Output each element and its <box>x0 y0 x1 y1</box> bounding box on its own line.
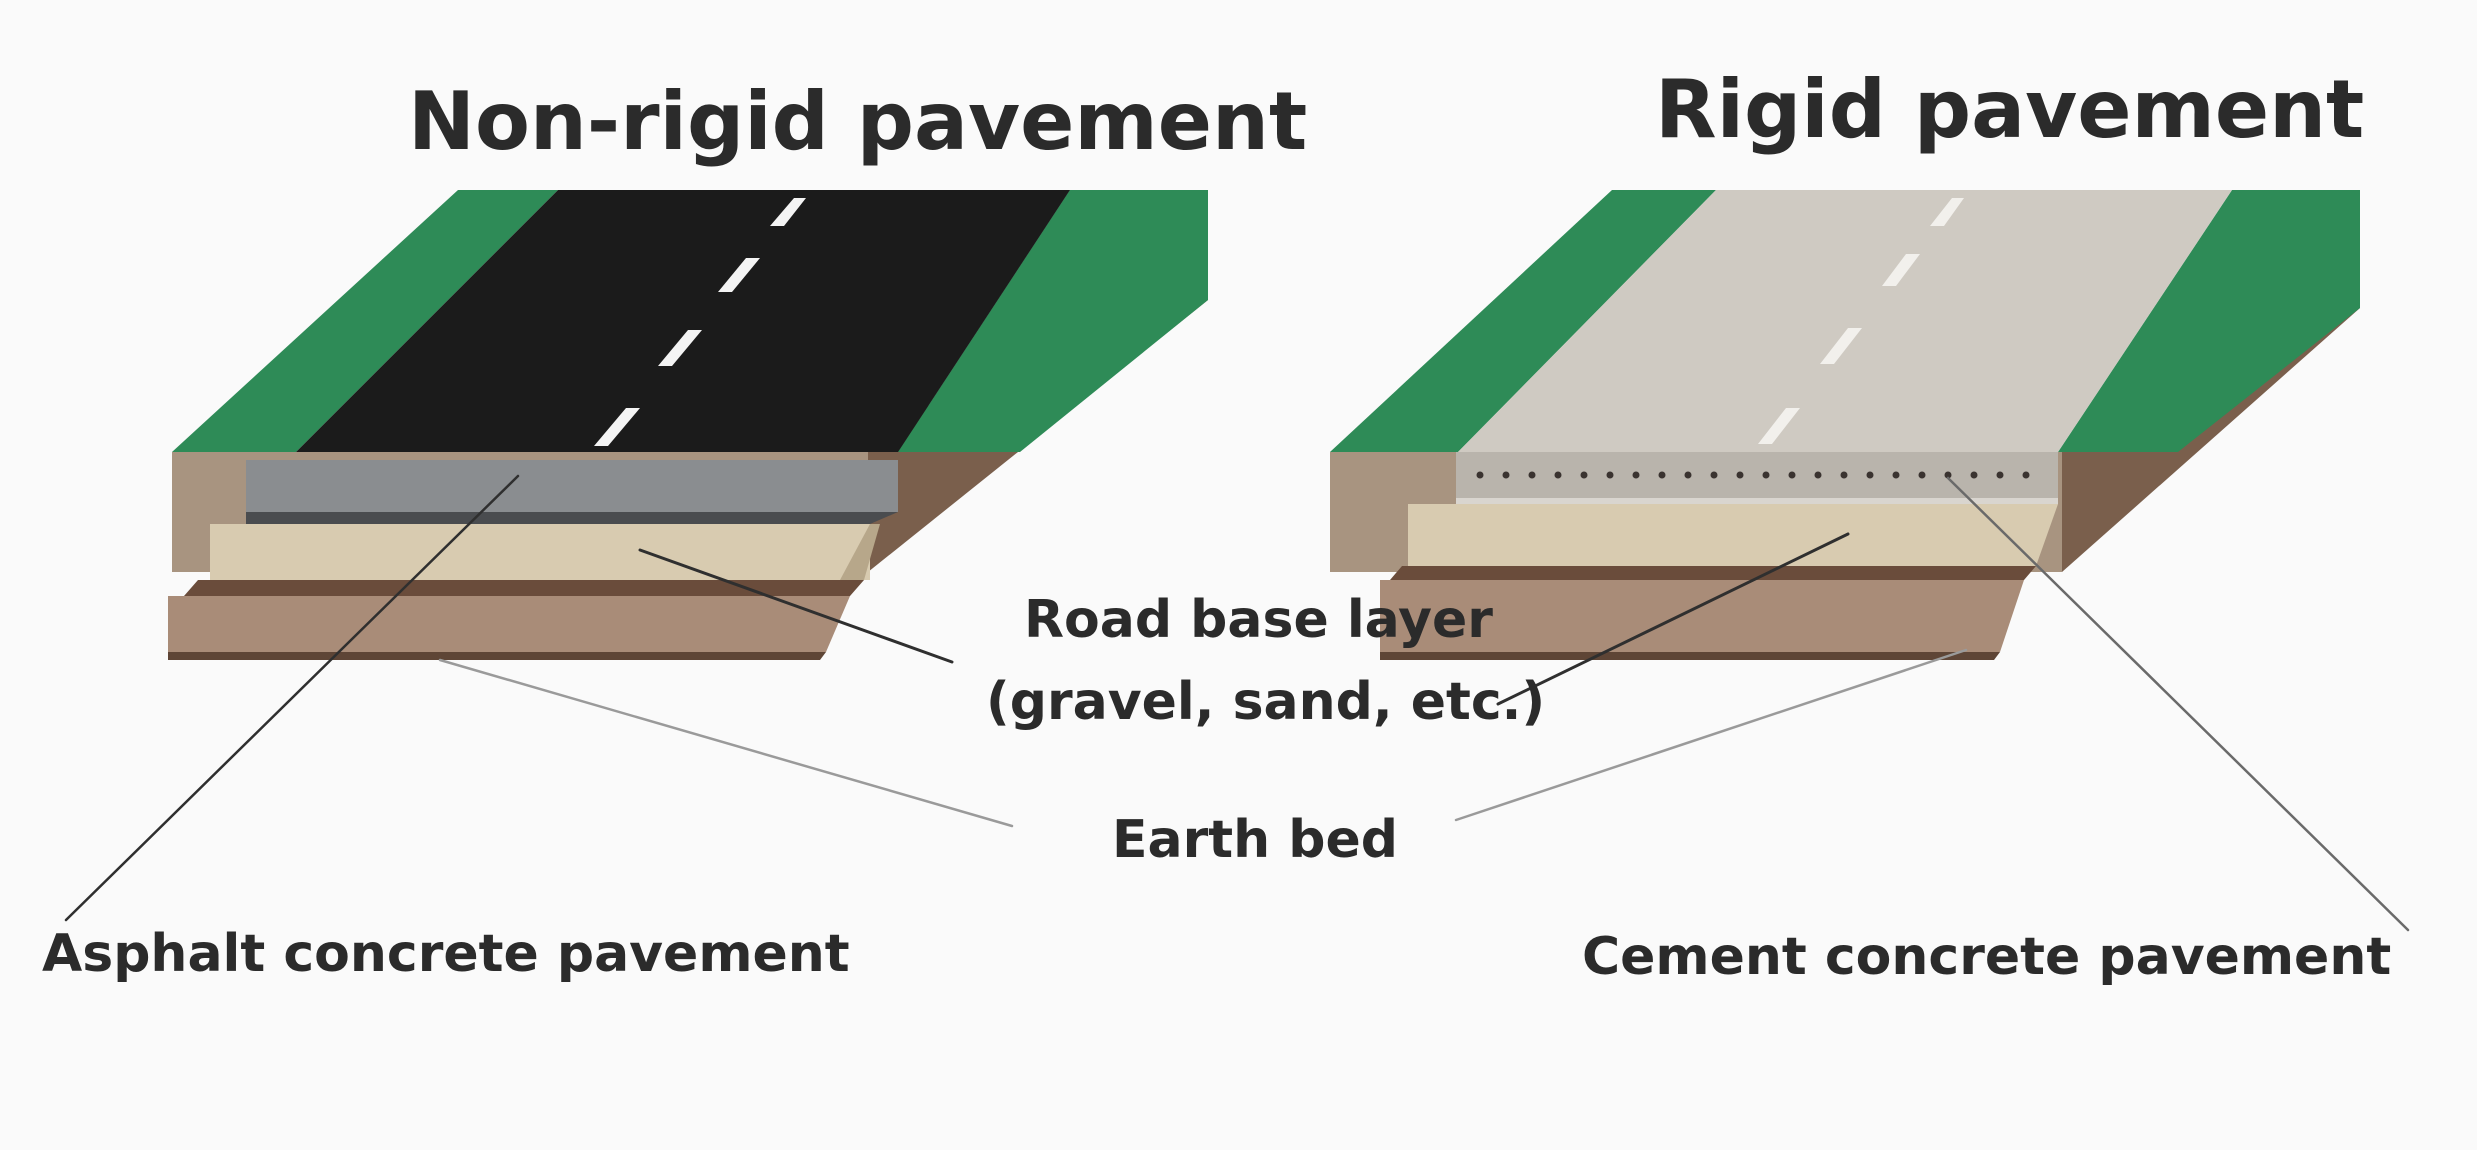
left-base-layer-front <box>210 524 870 580</box>
cement-reinforcement-dots <box>1476 471 2030 479</box>
left-block-grass-left <box>172 190 558 452</box>
asphalt-concrete-pavement-label: Asphalt concrete pavement <box>42 924 850 984</box>
leader-base-right <box>1496 532 1850 706</box>
right-earth-bed-base <box>1380 652 2000 660</box>
right-base-layer-front <box>1408 504 2058 566</box>
leader-lines <box>64 474 2410 932</box>
right-road-centre-dashes <box>1758 198 1964 444</box>
left-earth-bed-top <box>184 580 864 596</box>
asphalt-road-surface <box>296 190 1070 452</box>
left-earth-bed-front <box>168 596 850 652</box>
left-road-centre-dashes <box>594 198 806 446</box>
asphalt-layer-slab <box>246 460 898 512</box>
cement-concrete-pavement-label: Cement concrete pavement <box>1582 927 2392 987</box>
cement-layer-slab-bottom <box>1456 498 2058 504</box>
road-base-layer-sublabel: (gravel, sand, etc.) <box>986 672 1546 732</box>
road-base-layer-label: Road base layer <box>1024 590 1493 650</box>
leader-cement <box>1946 476 2410 932</box>
right-earth-bed-top <box>1390 566 2036 580</box>
leader-earth-left <box>438 658 1014 828</box>
right-earth-bed-front <box>1380 580 2024 652</box>
leader-asphalt <box>64 474 520 922</box>
cement-road-surface <box>1458 190 2232 452</box>
rigid-pavement-title: Rigid pavement <box>1655 63 2365 156</box>
non-rigid-pavement-title: Non-rigid pavement <box>408 75 1308 168</box>
right-block-grass-left <box>1330 190 1716 452</box>
cement-layer-slab <box>1456 452 2058 498</box>
right-block-grass-right <box>2058 190 2360 452</box>
leader-earth-right <box>1454 648 1968 822</box>
rigid-pavement-block <box>1330 190 2360 660</box>
earth-bed-label: Earth bed <box>1112 810 1398 870</box>
left-earth-bed-base <box>168 652 826 660</box>
left-block-grass-right-fill <box>898 190 1208 452</box>
leader-base-left <box>638 548 954 664</box>
non-rigid-pavement-block <box>168 190 1208 660</box>
asphalt-layer-slab-edge <box>246 512 898 524</box>
left-base-layer-side <box>840 524 880 580</box>
